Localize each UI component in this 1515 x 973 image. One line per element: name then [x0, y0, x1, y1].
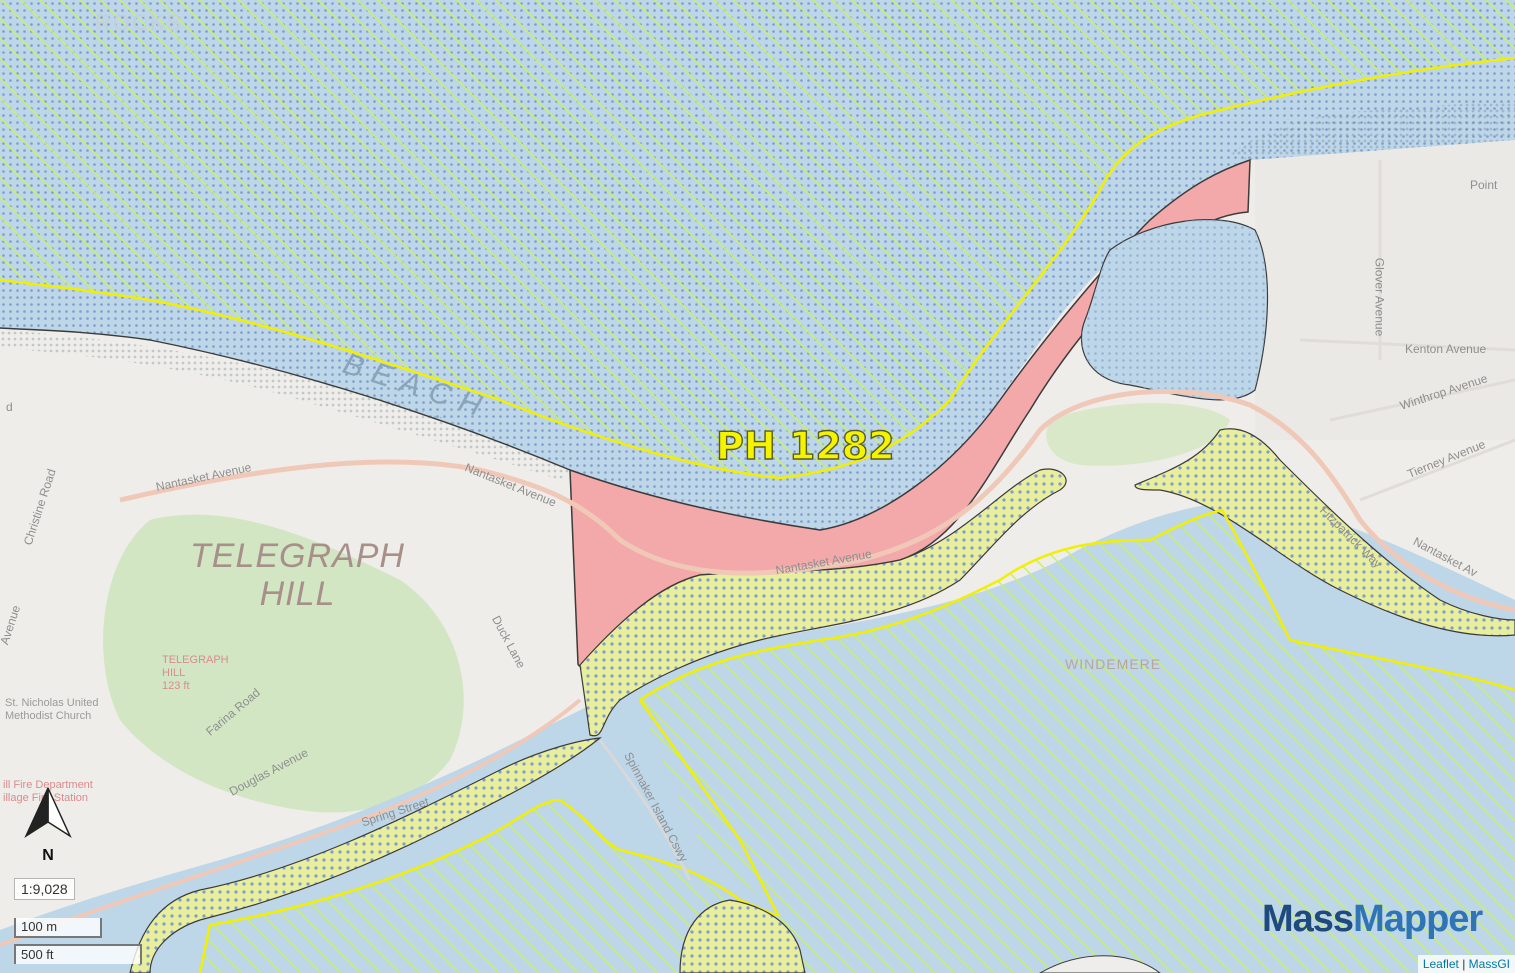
residential-area [1255, 140, 1515, 440]
boundary-south-top [639, 508, 1515, 702]
north-arrow: N [22, 786, 74, 864]
hatched-zone-south [640, 510, 1515, 973]
dune-strip-right [1230, 100, 1515, 160]
road-nantasket-avenue [119, 388, 1515, 613]
attribution: Leaflet | MassGI [1417, 955, 1515, 973]
island [679, 899, 806, 973]
scale-ratio: 1:9,028 [14, 878, 75, 900]
boundary-north [0, 56, 1515, 480]
north-letter: N [42, 847, 54, 864]
hatched-zone-north [0, 0, 1515, 478]
boundary-southwest [198, 798, 776, 973]
road-spring-street [0, 698, 582, 947]
hatched-zone-southwest [200, 800, 780, 973]
north-arrow-icon [24, 787, 72, 838]
leaflet-link[interactable]: Leaflet [1422, 957, 1459, 971]
scale-bar-metric: 100 m [14, 918, 102, 938]
marsh-south [129, 737, 602, 973]
green-patch [1046, 403, 1230, 466]
shoreline-outline [0, 327, 571, 471]
streets-residential [1299, 160, 1515, 502]
dune-strip [0, 330, 570, 480]
scale-bar-imperial: 500 ft [14, 944, 142, 964]
island-east [1038, 955, 1161, 973]
pond-dots [1081, 219, 1268, 400]
massmapper-logo: MassMapper [1262, 898, 1483, 940]
massgis-link[interactable]: MassGI [1468, 957, 1510, 971]
park-area [103, 514, 464, 813]
road-spinnaker-cswy [598, 739, 692, 881]
